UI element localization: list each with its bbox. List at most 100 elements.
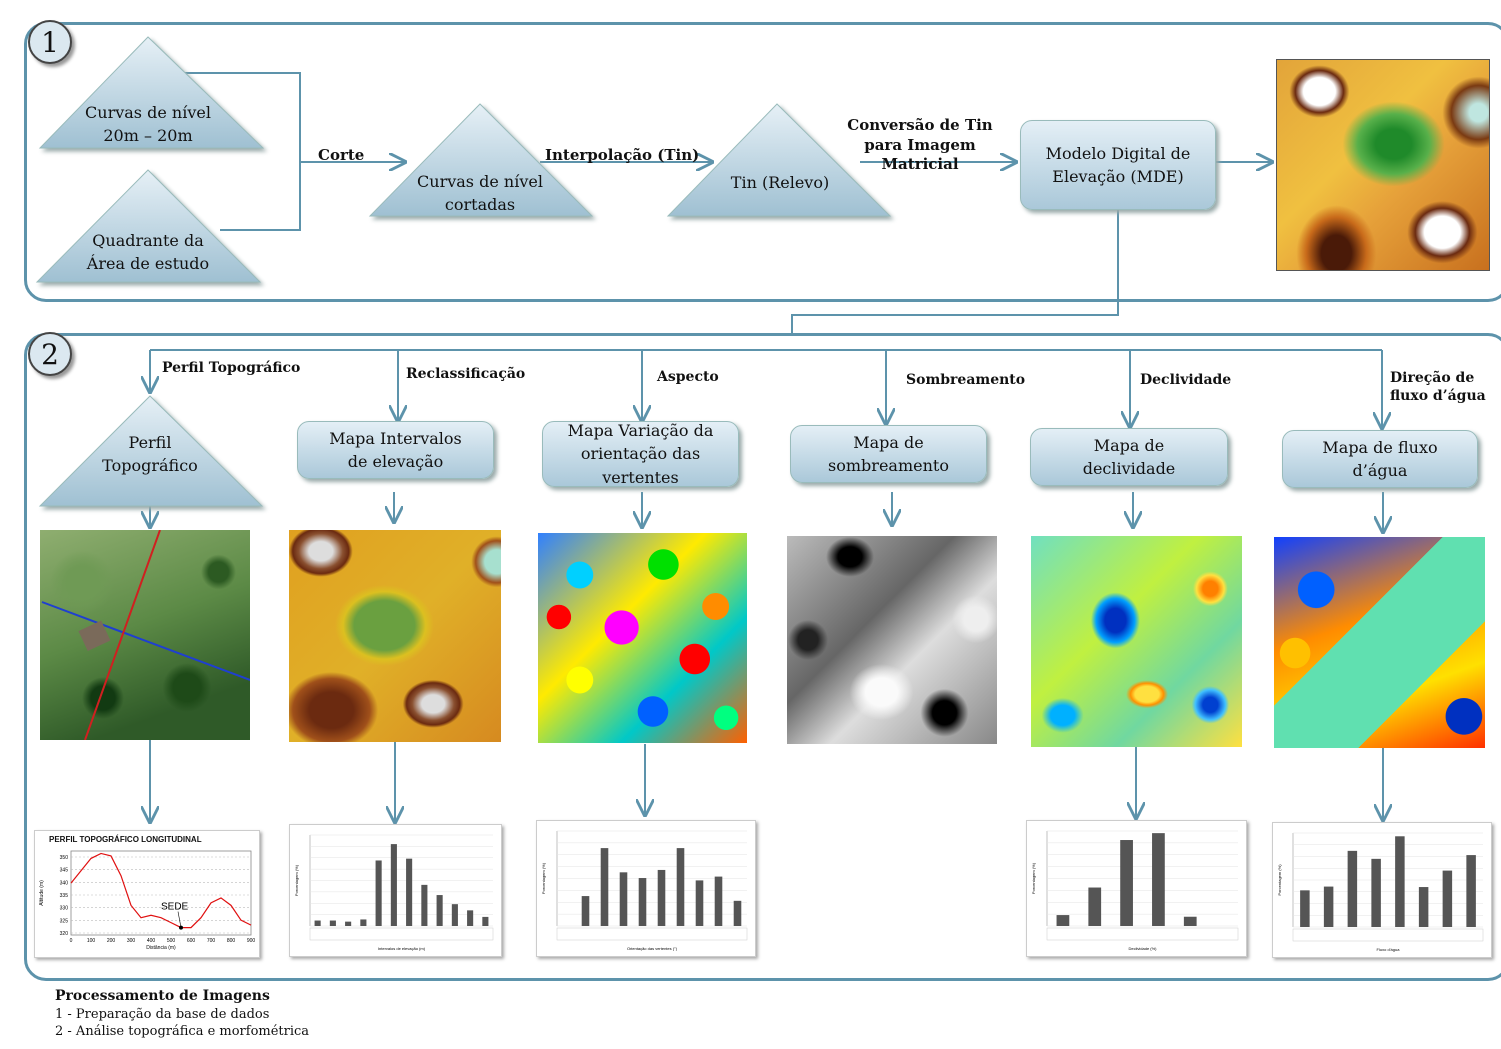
curvas-cortadas-label: Curvas de nível cortadas [390, 170, 570, 216]
quadrante-line2: Área de estudo [86, 254, 210, 274]
bar [600, 848, 609, 926]
quadrante-label: Quadrante da Área de estudo [58, 229, 238, 275]
profile-xtick: 300 [127, 938, 136, 944]
bar-table [1292, 928, 1484, 942]
sede-marker [179, 925, 183, 930]
bar [406, 858, 413, 926]
curvas-line2: 20m – 20m [103, 126, 193, 146]
label-reclassificacao: Reclassificação [406, 366, 526, 382]
cortadas-line1: Curvas de nível [417, 172, 543, 191]
profile-xtick: 200 [107, 938, 116, 944]
profile-xtick: 800 [227, 938, 236, 944]
perfil-line2: Topográfico [102, 456, 198, 476]
intervalos-line1: Mapa Intervalos [329, 428, 462, 448]
section-2-frame [24, 333, 1501, 981]
mde-map-image [1276, 59, 1490, 271]
profile-xtick: 400 [147, 938, 156, 944]
bar [1323, 886, 1334, 927]
profile-ytick: 335 [60, 893, 69, 899]
aspect-bar-plot: Orientação das vertentes (°) Porcentagem … [541, 830, 748, 951]
triangle-curvas-nivel [38, 36, 265, 149]
legend-item-2: 2 - Análise topográfica e morfométrica [55, 1024, 310, 1040]
tin-label: Tin (Relevo) [730, 173, 830, 192]
label-direcao-fluxo: Direção de fluxo d’água [1390, 369, 1486, 405]
slope-bar-plot: Declividade (%) Porcentagem (%) [1031, 830, 1239, 951]
bar [657, 869, 666, 926]
bar [329, 920, 336, 926]
bar [421, 884, 428, 926]
mde-line1: Modelo Digital de [1045, 143, 1191, 163]
triangle-perfil [38, 395, 264, 507]
fluxo-line1: Mapa de fluxo [1322, 437, 1438, 457]
profile-xtick: 600 [187, 938, 196, 944]
bar-xlabel: Fluxo d’água [1377, 947, 1401, 952]
bar [451, 904, 458, 926]
declividade-line2: declividade [1082, 459, 1176, 478]
bar-ylabel: Porcentagem (%) [1031, 862, 1036, 894]
bar [1347, 850, 1358, 927]
legend-item-1: 1 - Preparação da base de dados [55, 1006, 270, 1022]
quadrante-line1: Quadrante da [92, 231, 204, 250]
orientacao-line1: Mapa Variação da [567, 421, 714, 441]
box-fluxo-agua: Mapa de fluxo d’água [1282, 430, 1478, 488]
bar [733, 900, 742, 926]
fluxo-line2: d’água [1352, 461, 1408, 480]
slope-map [1031, 536, 1242, 747]
conversao-line2: para Imagem Matricial [864, 135, 976, 174]
box-sombreamento: Mapa de sombreamento [790, 425, 987, 483]
bar-xlabel: Declividade (%) [1128, 946, 1157, 951]
legend-title: Processamento de Imagens [55, 988, 270, 1004]
bar-ylabel: Porcentagem (%) [541, 862, 546, 894]
label-sombreamento: Sombreamento [906, 372, 1026, 388]
sombreamento-line2: sombreamento [828, 456, 949, 475]
section-1-number: 1 [28, 20, 72, 64]
profile-title: PERFIL TOPOGRÁFICO LONGITUDINAL [49, 835, 202, 844]
bar [1056, 915, 1070, 926]
bar-table [556, 927, 748, 941]
section-1-connectors [35, 36, 1501, 350]
bar [619, 872, 628, 926]
sede-leader [177, 911, 182, 928]
cortadas-line2: cortadas [444, 195, 516, 215]
box-intervalos-elevacao: Mapa Intervalos de elevação [297, 421, 494, 479]
sombreamento-line1: Mapa de [853, 432, 924, 452]
intervalos-line2: de elevação [347, 452, 444, 471]
satellite-overlay [41, 530, 250, 740]
bar [1120, 840, 1133, 926]
profile-ytick: 320 [60, 931, 69, 937]
conversao-line1: Conversão de Tin [847, 116, 993, 134]
aspect-bar-chart: Orientação das vertentes (°) Porcentagem … [536, 820, 756, 957]
profile-ytick: 350 [60, 855, 69, 861]
profile-line [70, 852, 252, 929]
bar [1371, 858, 1381, 927]
slope-bar-chart: Declividade (%) Porcentagem (%) [1026, 820, 1247, 957]
declividade-line1: Mapa de [1093, 435, 1165, 455]
triangle-curvas-cortadas [368, 103, 594, 217]
profile-xtick: 100 [87, 938, 96, 944]
bar [1395, 836, 1405, 927]
triangle-quadrante [35, 169, 262, 283]
curvas-line1: Curvas de nível [85, 103, 211, 122]
bar [482, 916, 489, 926]
perfil-triangle-label: Perfil Topográfico [60, 431, 240, 477]
bar [1300, 890, 1310, 927]
curvas-nivel-label: Curvas de nível 20m – 20m [58, 101, 238, 147]
bar-xlabel: Orientação das vertentes (°) [627, 946, 678, 951]
bar-ylabel: Porcentagem (%) [294, 864, 299, 896]
bar [581, 896, 590, 926]
profile-ylabel: Altitude (m) [39, 880, 45, 906]
profile-ytick: 345 [60, 868, 69, 874]
label-aspecto: Aspecto [657, 369, 719, 385]
conversao-label: Conversão de Tin para Imagem Matricial [830, 116, 1010, 175]
profile-ytick: 325 [60, 918, 69, 924]
bar [1152, 833, 1165, 926]
mde-box: Modelo Digital de Elevação (MDE) [1020, 120, 1216, 210]
aspect-map [538, 533, 747, 743]
bar [1418, 887, 1429, 927]
bar [638, 878, 647, 926]
bar [314, 920, 321, 926]
orientacao-line3: vertentes [602, 467, 679, 487]
flow-direction-map [1274, 537, 1485, 748]
